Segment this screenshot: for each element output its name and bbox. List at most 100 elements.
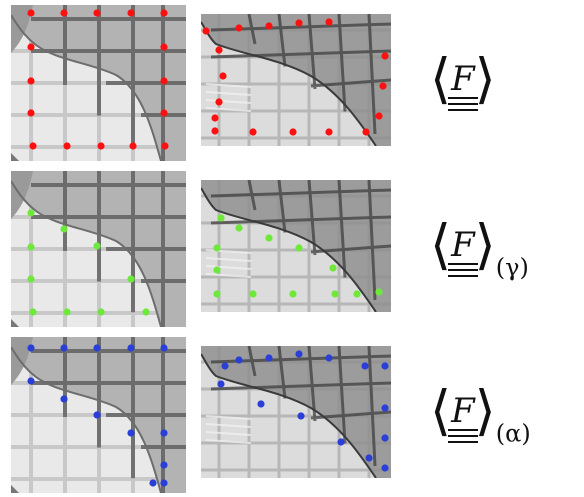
row3-label: ⟨F⟩(α)	[430, 384, 531, 448]
row2-right-marker-dot	[353, 290, 361, 298]
row2-right-marker-dot	[213, 266, 221, 274]
row1-right-marker-dot	[295, 19, 303, 27]
row3-right-marker-dot	[361, 362, 369, 370]
row1-left-marker-dot	[160, 109, 168, 117]
row3-right-marker-dot	[381, 434, 389, 442]
left-angle-bracket: ⟨	[430, 47, 452, 110]
row3-right-panel	[201, 346, 391, 478]
row3-right-marker-dot	[325, 354, 333, 362]
row3-left-marker-dot	[93, 344, 101, 352]
left-angle-bracket: ⟨	[430, 379, 452, 442]
row3-left-marker-dot	[27, 344, 35, 352]
row3-left-marker-dot	[60, 344, 68, 352]
row3-left-panel	[11, 337, 186, 493]
row2-left-marker-dot	[97, 308, 105, 316]
row2-right-marker-dot	[331, 290, 339, 298]
row3-left-marker-dot	[127, 429, 135, 437]
tensor-symbol: F	[448, 391, 478, 443]
row1-right-marker-dot	[235, 24, 243, 32]
row3-right-marker-dot	[381, 464, 389, 472]
row2-right-marker-dot	[217, 214, 225, 222]
row1-left-marker-dot	[129, 142, 137, 150]
row1-right-marker-dot	[249, 128, 257, 136]
row3-left-marker-dot	[160, 344, 168, 352]
left-angle-bracket: ⟨	[430, 213, 452, 276]
row1-left-marker-dot	[27, 43, 35, 51]
row2-right-marker-dot	[329, 264, 337, 272]
row1-right-marker-dot	[219, 72, 227, 80]
row1-left-marker-dot	[27, 9, 35, 17]
row3-right-marker-dot	[365, 454, 373, 462]
row2-right-marker-dot	[265, 234, 273, 242]
row1-left-marker-dot	[161, 142, 169, 150]
row3-left-marker-dot	[93, 411, 101, 419]
row3-right-marker-dot	[235, 356, 243, 364]
row2-left-panel	[11, 171, 186, 327]
row2-left-marker-dot	[29, 308, 37, 316]
tensor-symbol: F	[448, 59, 478, 111]
row1-left-marker-dot	[27, 109, 35, 117]
row2-right-marker-dot	[295, 244, 303, 252]
row3-left-marker-dot	[160, 479, 168, 487]
row1-right-marker-dot	[211, 127, 219, 135]
row2-left-marker-dot	[27, 275, 35, 283]
row2-right-marker-dot	[375, 288, 383, 296]
right-angle-bracket: ⟩	[474, 213, 496, 276]
row1-label: ⟨F⟩	[430, 52, 496, 111]
row2-right-marker-dot	[289, 290, 297, 298]
row3-right-marker-dot	[297, 412, 305, 420]
row3-left-marker-dot	[160, 461, 168, 469]
row2-right-marker-dot	[213, 244, 221, 252]
row1-left-marker-dot	[27, 77, 35, 85]
row3-right-marker-dot	[221, 362, 229, 370]
row1-left-panel	[11, 5, 186, 161]
row2-label: ⟨F⟩(γ)	[430, 218, 529, 282]
row1-left-marker-dot	[127, 9, 135, 17]
row3-right-marker-dot	[295, 350, 303, 358]
row3-left-marker-dot	[60, 395, 68, 403]
row1-right-marker-dot	[325, 128, 333, 136]
row1-left-marker-dot	[63, 142, 71, 150]
row1-right-marker-dot	[215, 98, 223, 106]
row2-right-marker-dot	[249, 290, 257, 298]
row1-right-marker-dot	[381, 52, 389, 60]
row2-left-marker-dot	[142, 308, 150, 316]
alpha-subscript: (α)	[495, 419, 531, 448]
row1-right-marker-dot	[375, 112, 383, 120]
row1-right-marker-dot	[325, 18, 333, 26]
row2-left-marker-dot	[127, 275, 135, 283]
gamma-subscript: (γ)	[495, 253, 529, 282]
row1-right-marker-dot	[211, 114, 219, 122]
row3-right-marker-dot	[381, 404, 389, 412]
row1-right-panel	[201, 14, 391, 146]
row1-right-marker-dot	[289, 128, 297, 136]
row2-left-marker-dot	[27, 209, 35, 217]
row3-left-marker-dot	[160, 429, 168, 437]
row2-right-marker-dot	[235, 224, 243, 232]
row3-right-marker-dot	[217, 380, 225, 388]
row2-right-panel	[201, 180, 391, 312]
row2-left-marker-dot	[60, 225, 68, 233]
row3-left-marker-dot	[27, 377, 35, 385]
row1-right-marker-dot	[202, 27, 210, 35]
row1-left-marker-dot	[160, 9, 168, 17]
row3-right-marker-dot	[337, 438, 345, 446]
row2-left-marker-dot	[93, 242, 101, 250]
row3-left-marker-dot	[149, 479, 157, 487]
row1-left-marker-dot	[160, 43, 168, 51]
row1-left-marker-dot	[160, 77, 168, 85]
row3-right-marker-dot	[265, 354, 273, 362]
row1-right-marker-dot	[362, 128, 370, 136]
row2-left-marker-dot	[27, 243, 35, 251]
row2-left-marker-dot	[63, 308, 71, 316]
row3-right-marker-dot	[381, 362, 389, 370]
row1-left-marker-dot	[97, 142, 105, 150]
row1-left-marker-dot	[29, 142, 37, 150]
row1-right-marker-dot	[215, 46, 223, 54]
row1-right-marker-dot	[379, 82, 387, 90]
right-angle-bracket: ⟩	[474, 47, 496, 110]
row1-right-marker-dot	[265, 22, 273, 30]
row1-left-marker-dot	[93, 9, 101, 17]
row1-left-marker-dot	[60, 9, 68, 17]
tensor-symbol: F	[448, 225, 478, 277]
